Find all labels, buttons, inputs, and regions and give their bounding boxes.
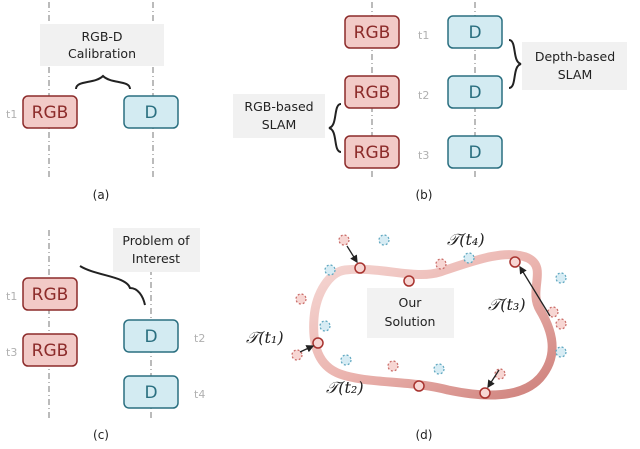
rgb-frame-label-t3: RGB xyxy=(354,143,391,163)
problem-line2: Interest xyxy=(132,251,180,266)
calibration-brace xyxy=(75,74,131,90)
depth-observation xyxy=(433,363,445,375)
depth-frame-label: D xyxy=(144,103,157,123)
depth-frame-label-t1: D xyxy=(468,23,481,43)
calibration-line1: RGB-D xyxy=(81,29,122,44)
trajectory-sample xyxy=(312,337,324,349)
pose-label-t2: 𝒯(t₂) xyxy=(326,378,364,397)
rgb-observation xyxy=(291,349,303,361)
solution-line2: Solution xyxy=(385,314,436,329)
problem-line1: Problem of xyxy=(122,233,190,248)
depth-observation xyxy=(324,264,336,276)
rgb-slam-label-bg xyxy=(233,94,325,138)
depth-observation xyxy=(340,354,352,366)
depth-observation xyxy=(319,320,331,332)
rgb-frame-box-t2 xyxy=(344,75,400,109)
correction-arrow xyxy=(487,369,500,389)
depth-frame-box-t1 xyxy=(447,15,503,49)
caption-b: (b) xyxy=(416,188,433,202)
depth-slam-line2: SLAM xyxy=(558,67,593,82)
rgb-frame-box-t1 xyxy=(22,277,78,311)
time-label-t3: t3 xyxy=(6,346,17,359)
caption-c: (c) xyxy=(93,428,109,442)
rgb-frame-label-t2: RGB xyxy=(354,83,391,103)
depth-slam-label-bg xyxy=(522,42,627,90)
depth-frame-box-t2 xyxy=(123,319,179,353)
rgb-observation xyxy=(295,293,307,305)
panel-a: RGB-D Calibration RGB D t1 (a) xyxy=(6,2,179,202)
trajectory-sample xyxy=(479,387,491,399)
rgb-frame-box-t1 xyxy=(344,15,400,49)
rgb-observation xyxy=(547,306,559,318)
rgb-frame-label-t1: RGB xyxy=(354,23,391,43)
depth-observation xyxy=(463,252,475,264)
rgb-frame-box-t3 xyxy=(344,135,400,169)
rgb-frame-label: RGB xyxy=(32,103,69,123)
caption-d: (d) xyxy=(416,428,433,442)
trajectory-sample xyxy=(413,380,425,392)
time-label-t4: t4 xyxy=(194,388,205,401)
correction-arrow xyxy=(519,265,551,317)
correction-arrow xyxy=(346,245,358,264)
depth-observation xyxy=(555,272,567,284)
depth-frame-box-t3 xyxy=(447,135,503,169)
panel-b: RGB RGB RGB D D D t1 t2 t3 Depth-based S… xyxy=(233,2,627,202)
depth-observation xyxy=(378,234,390,246)
time-label-t1: t1 xyxy=(6,290,17,303)
depth-frame-label-t2: D xyxy=(144,327,157,347)
rgb-slam-line1: RGB-based xyxy=(244,99,313,114)
caption-a: (a) xyxy=(93,188,110,202)
depth-frame-box xyxy=(123,95,179,129)
calibration-line2: Calibration xyxy=(68,46,136,61)
pose-label-t4: 𝒯(t₄) xyxy=(447,230,485,249)
time-label-t2: t2 xyxy=(418,89,429,102)
depth-slam-brace xyxy=(508,39,522,89)
trajectory-sample xyxy=(354,262,366,274)
depth-frame-label-t3: D xyxy=(468,143,481,163)
problem-label-bg xyxy=(113,228,200,272)
depth-frame-label-t2: D xyxy=(468,83,481,103)
pose-label-t3: 𝒯(t₃) xyxy=(488,295,526,314)
rgb-frame-label-t1: RGB xyxy=(32,285,69,305)
depth-slam-line1: Depth-based xyxy=(535,49,615,64)
correction-arrow xyxy=(299,345,315,353)
rgb-observation xyxy=(387,360,399,372)
rgb-frame-box xyxy=(22,95,78,129)
rgb-observation xyxy=(435,258,447,270)
time-label-t1: t1 xyxy=(6,108,17,121)
panel-d: Our Solution 𝒯(t₄) 𝒯(t₃) 𝒯 xyxy=(246,230,567,442)
pose-label-t1: 𝒯(t₁) xyxy=(246,328,284,347)
time-label-t1: t1 xyxy=(418,29,429,42)
rgb-frame-box-t3 xyxy=(22,333,78,367)
time-label-t2: t2 xyxy=(194,332,205,345)
calibration-label-bg xyxy=(40,24,164,66)
depth-frame-label-t4: D xyxy=(144,383,157,403)
depth-frame-box-t4 xyxy=(123,375,179,409)
rgb-observation xyxy=(338,234,350,246)
depth-frame-box-t2 xyxy=(447,75,503,109)
solution-line1: Our xyxy=(399,295,423,310)
problem-brace xyxy=(79,265,146,306)
solution-label-bg xyxy=(367,288,454,338)
panel-c: Problem of Interest RGB RGB D D t1 t3 t2… xyxy=(6,228,205,442)
trajectory-sample xyxy=(403,275,415,287)
depth-observation xyxy=(555,346,567,358)
trajectory-sample xyxy=(509,256,521,268)
rgb-frame-label-t3: RGB xyxy=(32,341,69,361)
time-label-t3: t3 xyxy=(418,149,429,162)
rgb-slam-brace xyxy=(328,103,342,153)
rgb-observation xyxy=(555,318,567,330)
rgb-slam-line2: SLAM xyxy=(262,117,297,132)
